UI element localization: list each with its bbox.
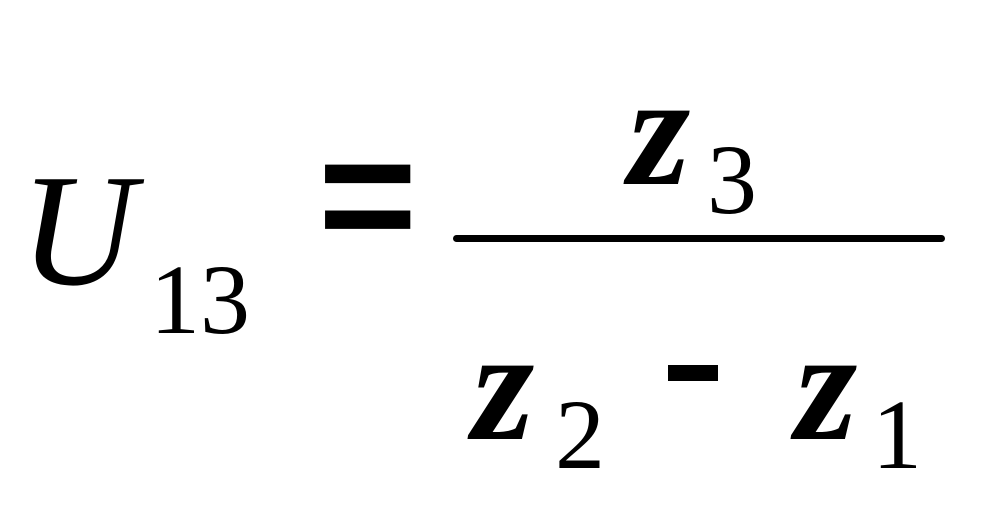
denominator-subscript-b: 1 — [872, 379, 922, 490]
numerator-variable: z — [628, 41, 691, 219]
lhs-subscript: 13 — [150, 244, 250, 355]
numerator-subscript: 3 — [707, 124, 757, 235]
fraction-bar — [453, 235, 945, 242]
minus-sign: - — [668, 365, 718, 381]
lhs-variable: U — [20, 141, 136, 319]
denominator-variable-b: z — [795, 296, 858, 474]
equals-sign: = — [318, 100, 418, 290]
denominator-subscript-a: 2 — [555, 379, 605, 490]
denominator-variable-a: z — [472, 296, 535, 474]
